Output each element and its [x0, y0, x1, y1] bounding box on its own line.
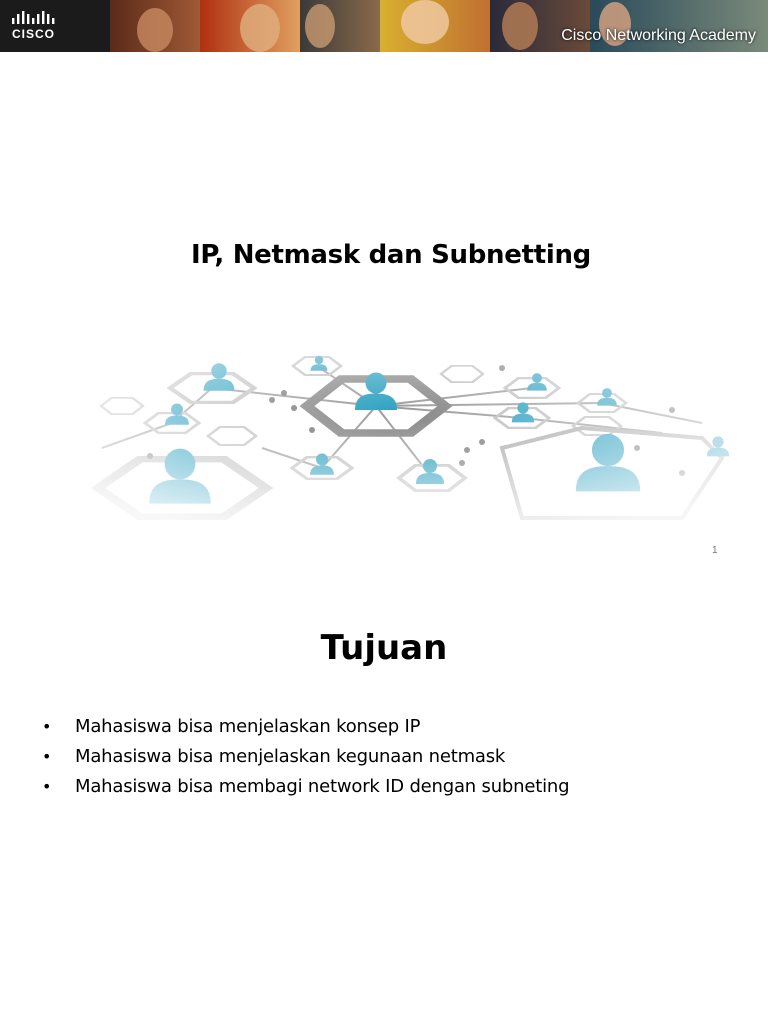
bullet-icon: •: [42, 747, 52, 766]
list-item-text: Mahasiswa bisa membagi network ID dengan…: [75, 776, 570, 797]
list-item: • Mahasiswa bisa membagi network ID deng…: [42, 772, 570, 802]
page-number: 1: [712, 545, 718, 556]
slide-title: IP, Netmask dan Subnetting: [191, 240, 591, 270]
bullet-icon: •: [42, 777, 52, 796]
list-item: • Mahasiswa bisa menjelaskan kegunaan ne…: [42, 742, 569, 772]
objectives-slide: Tujuan • Mahasiswa bisa menjelaskan kons…: [0, 566, 768, 1024]
cisco-banner: CISCO Cisco Networking Academy: [0, 0, 768, 52]
list-item: • Mahasiswa bisa menjelaskan konsep IP: [42, 712, 569, 742]
bullet-icon: •: [42, 717, 52, 736]
list-item-text: Mahasiswa bisa menjelaskan konsep IP: [75, 716, 421, 737]
people-network-icon: [62, 338, 742, 528]
student-photos: [110, 0, 768, 52]
list-item-text: Mahasiswa bisa menjelaskan kegunaan netm…: [75, 746, 506, 767]
title-slide: CISCO Cisco Networking Academy: [0, 0, 768, 556]
cisco-logo-icon: [12, 11, 55, 24]
objectives-list: • Mahasiswa bisa menjelaskan konsep IP •…: [42, 712, 570, 802]
academy-title: Cisco Networking Academy: [561, 27, 756, 44]
cisco-wordmark: CISCO: [12, 27, 56, 41]
slide-heading: Tujuan: [320, 628, 448, 668]
